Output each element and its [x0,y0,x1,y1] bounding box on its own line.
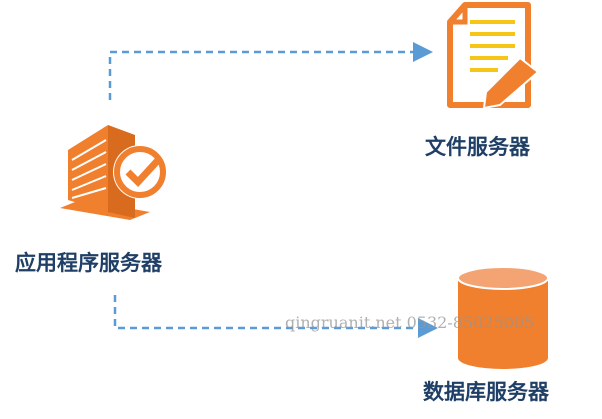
db-server-label: 数据库服务器 [423,380,549,404]
document-pencil-icon [447,2,540,110]
file-server-label: 文件服务器 [425,135,530,159]
arrow-app-to-file [108,42,433,100]
watermark: qingruanit.net 0532-85025005 [285,313,535,332]
database-cylinder-icon [457,266,549,369]
app-server-label: 应用程序服务器 [15,251,162,275]
arrow-app-to-db [113,295,438,338]
building-check-icon [60,125,167,220]
